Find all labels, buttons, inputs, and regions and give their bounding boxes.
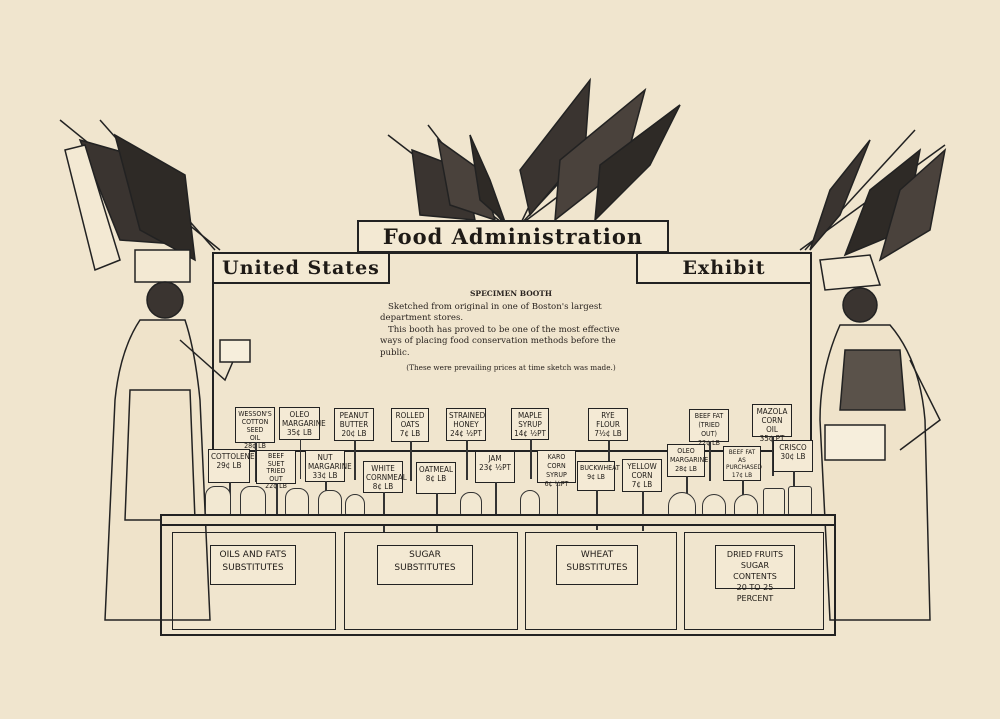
price-sign: Peanut Butter 20¢ LB xyxy=(334,408,374,480)
price-sign: Oatmeal 8¢ LB xyxy=(416,462,456,533)
product-jar xyxy=(345,494,365,516)
woman-left-illustration xyxy=(104,249,251,621)
price-sign: White Cornmeal 8¢ LB xyxy=(363,461,407,532)
counter-panel xyxy=(344,532,518,630)
price-sign: Karo Corn Syrup 6¢ ½PT xyxy=(537,450,576,522)
counter-panel xyxy=(684,532,824,630)
price-sign: Rolled Oats 7¢ LB xyxy=(391,408,429,481)
price-sign: Mazola Corn Oil 35¢ PT xyxy=(752,404,792,476)
food-administration-banner: Food Administration xyxy=(357,220,669,253)
price-sign: Oleo Margarine 35¢ LB xyxy=(279,407,326,479)
panel-label-wheat: Wheat Substitutes xyxy=(556,545,638,585)
price-sign: Rye Flour 7½¢ LB xyxy=(588,408,628,480)
price-sign: Buckwheat 9¢ LB xyxy=(577,461,620,530)
booth-counter-top xyxy=(160,514,836,526)
exhibit-banner: Exhibit xyxy=(636,252,812,284)
price-sign: Yellow Corn 7¢ LB xyxy=(622,459,662,531)
product-jar xyxy=(240,486,266,516)
description-para-1: Sketched from original in one of Boston'… xyxy=(380,301,602,324)
panel-label-dried-fruits: Dried Fruits Sugar Contents 20 to 25 Per… xyxy=(715,545,795,603)
product-jar xyxy=(318,490,342,516)
left-flags xyxy=(59,119,221,272)
price-sign: Wesson's Cotton Seed Oil 28¢ LB xyxy=(235,407,275,482)
product-jar xyxy=(734,494,758,516)
price-sign: Nut Margarine 33¢ LB xyxy=(305,450,352,521)
product-jar xyxy=(702,494,726,516)
description-para-2: This booth has proved to be one of the m… xyxy=(380,324,620,358)
center-flags xyxy=(387,77,681,226)
counter-panel xyxy=(525,532,677,630)
price-sign: Beef Suet Tried Out 22¢ LB xyxy=(256,450,296,523)
description-note: (These were prevailing prices at time sk… xyxy=(406,363,616,372)
product-jar xyxy=(788,486,812,516)
product-jar xyxy=(668,492,696,516)
product-jar xyxy=(763,488,785,516)
price-sign: Crisco 30¢ LB xyxy=(773,440,813,511)
united-states-banner: United States xyxy=(212,252,390,284)
product-jar xyxy=(205,486,231,516)
price-sign: Oleo Margarine 28¢ LB xyxy=(667,444,708,516)
product-jar xyxy=(520,490,540,516)
booth-counter-base xyxy=(160,526,836,636)
price-sign: Cottolene 29¢ LB xyxy=(208,449,255,522)
price-sign: Strained Honey 24¢ ½PT xyxy=(446,408,486,480)
woman-right-illustration xyxy=(819,254,941,621)
price-sign: Beef Fat As Purchased 17¢ LB xyxy=(723,446,762,520)
panel-label-oils-fats: Oils and Fats Substitutes xyxy=(210,545,296,585)
price-sign: Jam 23¢ ½PT xyxy=(475,451,515,522)
description-heading: SPECIMEN BOOTH xyxy=(470,289,552,298)
product-jar xyxy=(285,488,309,516)
price-sign: Maple Syrup 14¢ ½PT xyxy=(511,408,549,479)
right-flags xyxy=(799,129,947,262)
price-sign: Beef Fat (Tried Out) 22¢ LB xyxy=(689,409,729,481)
counter-panel xyxy=(172,532,336,630)
panel-label-sugar: Sugar Substitutes xyxy=(377,545,473,585)
booth-description: SPECIMEN BOOTH Sketched from original in… xyxy=(380,288,642,373)
product-jar xyxy=(460,492,482,516)
